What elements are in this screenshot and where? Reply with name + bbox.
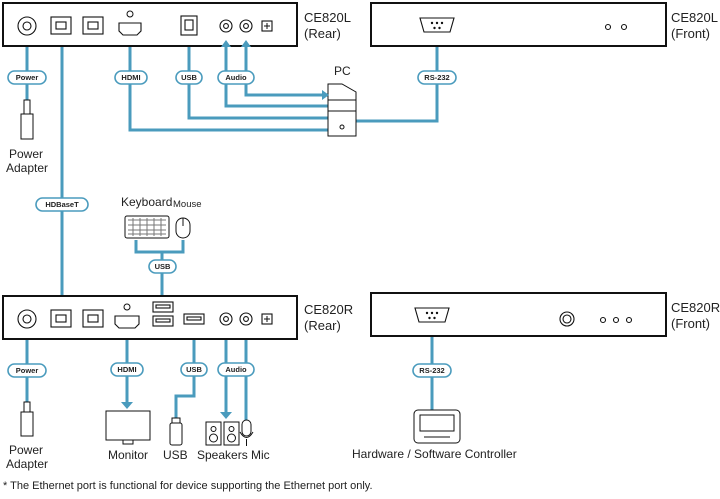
microphone-icon — [241, 419, 252, 437]
keyboard-mouse: Keyboard Mouse — [121, 195, 202, 239]
svg-text:HDMI: HDMI — [117, 365, 136, 374]
tag-usb-mid — [148, 259, 177, 274]
ce820r-rear-side: (Rear) — [304, 318, 341, 333]
tag-audio-top — [217, 70, 255, 85]
svg-text:USB: USB — [181, 73, 197, 82]
power-adapter-bottom: Power Adapter — [6, 401, 48, 471]
ce820r-rear-panel: CE820R (Rear) — [2, 295, 353, 340]
ce820l-front-box — [370, 2, 667, 47]
footnote: * The Ethernet port is functional for de… — [3, 480, 373, 492]
cable-audio-out-top — [244, 40, 328, 97]
indicator-led-icon — [604, 23, 612, 31]
svg-text:USB: USB — [186, 365, 202, 374]
power-adapter-bottom-label-2: Adapter — [6, 457, 48, 471]
rs232-port-icon — [419, 17, 455, 33]
svg-text:Audio: Audio — [225, 365, 247, 374]
ce820l-rear-box — [2, 2, 298, 47]
ce820l-rear-side: (Rear) — [304, 26, 341, 41]
mouse-label: Mouse — [173, 199, 202, 210]
keyboard-label: Keyboard — [121, 195, 172, 209]
arrow-icon — [322, 90, 329, 100]
arrow-icon — [221, 40, 231, 47]
hdmi-port-icon — [114, 315, 140, 329]
speakers-mic: Speakers Mic — [197, 412, 270, 462]
power-adapter-top: Power Adapter — [6, 99, 48, 175]
ce820l-rear-panel: CE820L (Rear) — [2, 2, 351, 47]
rs232-port-icon — [414, 307, 450, 323]
svg-text:Power: Power — [16, 73, 39, 82]
tag-rs232-top — [417, 70, 457, 85]
mic-label: Mic — [251, 448, 270, 462]
svg-text:RS-232: RS-232 — [419, 366, 444, 375]
hdmi-port-icon — [118, 22, 142, 36]
cable-usb-bottom — [174, 340, 196, 418]
monitor: Monitor — [105, 402, 151, 462]
indicator-led-icon — [612, 316, 620, 324]
svg-text:RS-232: RS-232 — [424, 73, 449, 82]
svg-text:Audio: Audio — [225, 73, 247, 82]
ce820l-front-side: (Front) — [671, 26, 710, 41]
power-plug-icon — [23, 99, 31, 115]
tag-hdbaset — [35, 197, 89, 212]
connector-tags: Power HDMI USB Audio RS-232 HDBaseT USB … — [7, 70, 457, 378]
svg-text:Power: Power — [16, 366, 39, 375]
ce820l-front-name: CE820L — [671, 10, 718, 25]
power-adapter-bottom-label-1: Power — [9, 443, 43, 457]
controller-label: Hardware / Software Controller — [352, 447, 517, 461]
monitor-icon — [105, 410, 151, 441]
indicator-led-icon — [620, 23, 628, 31]
indicator-led-icon — [625, 316, 633, 324]
ce820r-front-box — [370, 292, 667, 337]
monitor-label: Monitor — [108, 448, 148, 462]
tag-hdmi-top — [114, 70, 148, 85]
cable-hdmi-top — [128, 40, 328, 132]
ce820r-front-panel: CE820R (Front) — [370, 292, 720, 337]
cable-audio-in-top — [224, 40, 328, 108]
ce820l-rear-name: CE820L — [304, 10, 351, 25]
ce820r-rear-name: CE820R — [304, 302, 353, 317]
tag-hdmi-bottom — [110, 362, 144, 377]
pc-label: PC — [334, 64, 351, 78]
usb-device-label: USB — [163, 448, 188, 462]
indicator-led-icon — [599, 316, 607, 324]
speakers-label: Speakers — [197, 448, 248, 462]
power-adapter-top-label-1: Power — [9, 147, 43, 161]
pc-tower-icon — [327, 83, 357, 137]
pc: PC — [327, 64, 357, 137]
tag-usb-top — [175, 70, 203, 85]
svg-text:USB: USB — [155, 262, 171, 271]
tag-usb-bottom — [180, 362, 208, 377]
svg-text:HDMI: HDMI — [121, 73, 140, 82]
tag-power-bottom — [7, 363, 47, 378]
svg-text:HDBaseT: HDBaseT — [45, 200, 79, 209]
ce820r-rear-box — [2, 295, 298, 340]
ce820r-front-side: (Front) — [671, 316, 710, 331]
ce820r-front-name: CE820R — [671, 300, 720, 315]
tag-rs232-bottom — [412, 363, 452, 378]
tag-power-top — [7, 70, 47, 85]
tag-audio-bottom — [217, 362, 255, 377]
arrow-icon — [241, 40, 251, 47]
cable-keyboard-mouse — [134, 240, 185, 254]
cable-rs232-top — [356, 40, 439, 123]
ce820l-front-panel: CE820L (Front) — [370, 2, 718, 47]
power-adapter-top-label-2: Adapter — [6, 161, 48, 175]
power-plug-icon — [23, 401, 31, 413]
usb-device: USB — [163, 417, 188, 462]
hardware-software-controller: Hardware / Software Controller — [352, 409, 517, 461]
cable-usb-top — [187, 40, 328, 120]
usb-stick-icon — [169, 422, 183, 446]
